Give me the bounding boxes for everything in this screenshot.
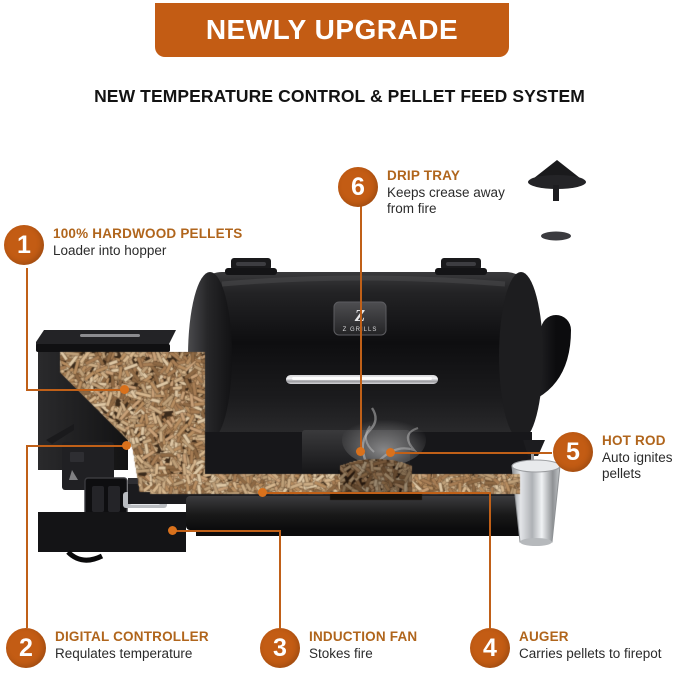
leader-dot-1 bbox=[120, 385, 129, 394]
leader-line-1-horizontal bbox=[26, 389, 126, 391]
callout-desc-4: Carries pellets to firepot bbox=[519, 645, 662, 661]
leader-line-5-horizontal bbox=[392, 452, 552, 454]
callout-badge-4[interactable]: 4 bbox=[470, 628, 510, 668]
callout-3[interactable]: 3 INDUCTION FAN Stokes fire bbox=[260, 628, 417, 668]
leader-line-2-vertical bbox=[26, 445, 28, 628]
leader-line-6-vertical bbox=[360, 205, 362, 453]
pellet-pile-hopper bbox=[128, 352, 246, 472]
leader-dot-6 bbox=[356, 447, 365, 456]
callout-4[interactable]: 4 AUGER Carries pellets to firepot bbox=[470, 628, 662, 668]
leader-line-2-horizontal bbox=[26, 445, 128, 447]
leader-dot-2 bbox=[122, 441, 131, 450]
leader-dot-5 bbox=[386, 448, 395, 457]
hopper-base bbox=[38, 512, 186, 552]
callout-desc-6: Keeps crease away from fire bbox=[387, 184, 505, 217]
callout-desc-5: Auto ignites pellets bbox=[602, 449, 673, 482]
callout-title-1: 100% HARDWOOD PELLETS bbox=[53, 226, 243, 241]
callout-title-3: INDUCTION FAN bbox=[309, 629, 418, 644]
leader-line-4-horizontal bbox=[264, 492, 490, 494]
lid-handle bbox=[286, 375, 438, 384]
callout-badge-3[interactable]: 3 bbox=[260, 628, 300, 668]
callout-2[interactable]: 2 DIGITAL CONTROLLER Requlates temperatu… bbox=[6, 628, 209, 668]
callout-5[interactable]: 5 HOT ROD Auto ignites pellets bbox=[553, 432, 679, 483]
leader-line-3-vertical bbox=[279, 530, 281, 628]
leader-dot-3 bbox=[168, 526, 177, 535]
callout-1[interactable]: 1 100% HARDWOOD PELLETS Loader into hopp… bbox=[4, 225, 242, 265]
callout-title-4: AUGER bbox=[519, 629, 569, 644]
leader-line-4-vertical bbox=[489, 492, 491, 628]
callout-title-6: DRIP TRAY bbox=[387, 168, 461, 183]
callout-title-5: HOT ROD bbox=[602, 433, 666, 448]
callout-badge-1[interactable]: 1 bbox=[4, 225, 44, 265]
callout-title-2: DIGITAL CONTROLLER bbox=[55, 629, 209, 644]
leader-line-1-vertical bbox=[26, 268, 28, 390]
callout-desc-2: Requlates temperature bbox=[55, 645, 193, 661]
callout-desc-1: Loader into hopper bbox=[53, 242, 167, 258]
callout-badge-6[interactable]: 6 bbox=[338, 167, 378, 207]
leader-dot-4 bbox=[258, 488, 267, 497]
lid-hinge-right bbox=[435, 258, 487, 275]
leader-line-3-horizontal bbox=[174, 530, 280, 532]
callout-6[interactable]: 6 DRIP TRAY Keeps crease away from fire bbox=[338, 167, 507, 218]
callout-desc-3: Stokes fire bbox=[309, 645, 373, 661]
callout-badge-2[interactable]: 2 bbox=[6, 628, 46, 668]
callout-badge-5[interactable]: 5 bbox=[553, 432, 593, 472]
